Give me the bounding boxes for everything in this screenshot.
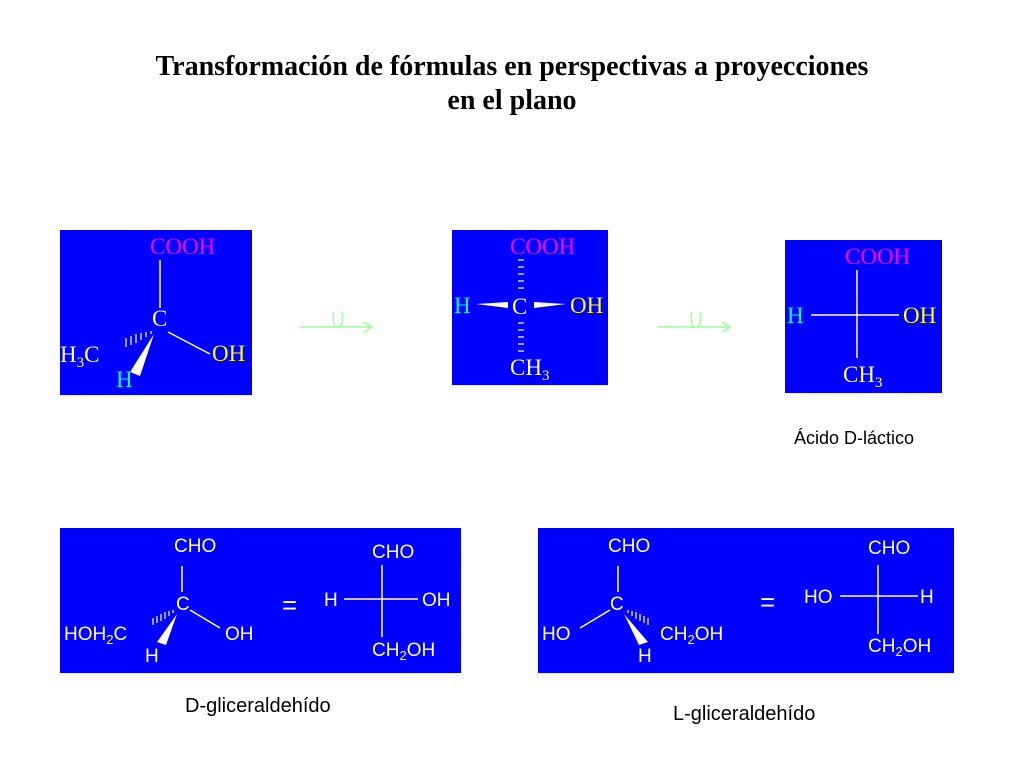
- fischer-ho-label: HO: [804, 587, 833, 608]
- wedge-bond-h: [130, 334, 154, 376]
- ho-label: HO: [542, 624, 571, 645]
- carbon-label: C: [152, 306, 167, 331]
- l-glyceraldehyde-panel: CHO C HO CH2OH H = CHO HO H CH2OH: [538, 528, 954, 673]
- wedge-bond-h: [624, 614, 648, 645]
- oh-label: OH: [225, 624, 254, 645]
- cho-label: CHO: [608, 536, 650, 557]
- carbon-label: C: [176, 594, 190, 615]
- cooh-label: COOH: [510, 234, 575, 259]
- title-line-2: en el plano: [447, 85, 577, 116]
- oh-label: OH: [212, 341, 245, 366]
- fischer-ch2oh-label: CH2OH: [372, 640, 435, 663]
- carbon-label: C: [610, 594, 624, 615]
- carbon-label: C: [512, 294, 527, 319]
- rotation-arrow-2: [658, 312, 732, 333]
- ch3-label: CH3: [510, 355, 549, 384]
- h-label: H: [787, 303, 804, 328]
- oh-label: OH: [903, 303, 936, 328]
- cooh-label: COOH: [845, 244, 910, 269]
- rotation-icon: [690, 312, 702, 328]
- wedge-bond-h: [157, 614, 177, 645]
- fischer-h-label: H: [920, 587, 934, 608]
- fischer-ch2oh-label: CH2OH: [868, 636, 931, 659]
- h-label: H: [454, 293, 471, 318]
- ch2oh-label: CH2OH: [660, 624, 723, 647]
- fischer-cho-label: CHO: [372, 542, 414, 563]
- page-title: Transformación de fórmulas en perspectiv…: [0, 50, 1024, 118]
- l-glyceraldehyde-caption: L-gliceraldehído: [673, 703, 816, 725]
- h-label: H: [638, 646, 652, 667]
- hashed-bond-ch2oh: [152, 610, 174, 625]
- rotation-arrow-1: [300, 312, 374, 333]
- fischer-oh-label: OH: [422, 590, 451, 611]
- bond-c-ho: [579, 609, 611, 629]
- h-label: H: [116, 367, 133, 392]
- d-glyceraldehyde-caption: D-gliceraldehído: [185, 695, 331, 717]
- bond-c-oh: [189, 609, 221, 629]
- cooh-label: COOH: [150, 234, 215, 259]
- fischer-cho-label: CHO: [868, 538, 910, 559]
- d-glyceraldehyde-panel: CHO C HOH2C OH H = CHO H OH CH2OH: [60, 528, 461, 673]
- lactic-perspective-panel: COOH C H3C OH H: [60, 230, 252, 395]
- d-glyceraldehyde-structure: CHO C HOH2C OH H = CHO H OH CH2OH: [64, 536, 451, 667]
- lactic-caption: Ácido D-láctico: [794, 428, 915, 448]
- l-glyceraldehyde-structure: CHO C HO CH2OH H = CHO HO H CH2OH: [542, 536, 934, 667]
- oh-label: OH: [570, 293, 603, 318]
- h-label: H: [145, 646, 159, 667]
- equals-sign: =: [760, 587, 775, 617]
- title-line-1: Transformación de fórmulas en perspectiv…: [155, 51, 869, 82]
- hashed-bond-ch2oh: [627, 610, 649, 625]
- ch2oh-label: HOH2C: [64, 624, 127, 647]
- rotation-icon: [332, 312, 344, 328]
- fischer-h-label: H: [324, 590, 338, 611]
- lactic-perspective-structure: COOH C H3C OH H: [60, 234, 245, 392]
- hashed-bond-ch3: [125, 331, 152, 347]
- ch3-label: CH3: [843, 362, 882, 391]
- ch3-label: H3C: [60, 342, 99, 371]
- lactic-fischer-panel: COOH H OH CH3: [785, 240, 942, 393]
- cho-label: CHO: [174, 536, 216, 557]
- lactic-fischer-structure: COOH H OH CH3: [787, 244, 936, 391]
- hashed-bond-down: [518, 322, 524, 352]
- wedge-bond-left: [476, 302, 508, 308]
- wedge-bond-right: [534, 302, 566, 308]
- bond-c-oh: [167, 331, 211, 355]
- lactic-intermediate-structure: COOH C H OH CH3: [454, 234, 603, 384]
- equals-sign: =: [282, 590, 297, 620]
- hashed-bond-up: [518, 259, 524, 289]
- lactic-intermediate-panel: COOH C H OH CH3: [452, 230, 608, 385]
